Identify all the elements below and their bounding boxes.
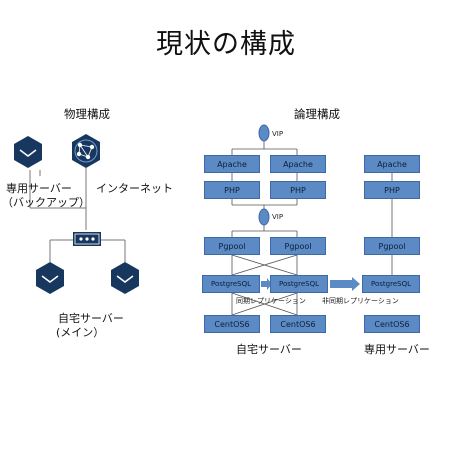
- dedicated-server-footer: 専用サーバー: [364, 343, 430, 356]
- page-title: 現状の構成: [156, 29, 296, 60]
- vip-mid-oval: [258, 208, 270, 226]
- apache-box-1: Apache: [204, 155, 260, 173]
- dedicated-server-icon: [14, 136, 42, 168]
- network-switch-icon: [73, 232, 101, 246]
- centos-box-2: CentOS6: [270, 315, 326, 333]
- vip-top-oval: [258, 124, 270, 142]
- home-server-footer: 自宅サーバー: [236, 343, 302, 356]
- internet-label: インターネット: [96, 182, 173, 195]
- async-replication-arrow: [330, 277, 360, 291]
- centos-box-3: CentOS6: [364, 315, 420, 333]
- own-server-label: 自宅サーバー: [58, 312, 124, 325]
- dedicated-server-sub: （バックアップ）: [2, 196, 90, 209]
- sync-replication-label: 同期レプリケーション: [236, 297, 306, 305]
- dedicated-server-label: 専用サーバー: [6, 182, 72, 195]
- own-server-sub: (メイン）: [56, 326, 105, 339]
- async-replication-label: 非同期レプリケーション: [322, 297, 399, 305]
- pgpool-box-3: Pgpool: [364, 237, 420, 255]
- home-server-icon-left: [36, 262, 64, 294]
- postgresql-box-1: PostgreSQL: [202, 275, 260, 293]
- php-box-1: PHP: [204, 181, 260, 199]
- php-box-3: PHP: [364, 181, 420, 199]
- centos-box-1: CentOS6: [204, 315, 260, 333]
- internet-globe-icon: [72, 134, 100, 168]
- postgresql-box-3: PostgreSQL: [362, 275, 420, 293]
- logical-connectors: [231, 141, 393, 316]
- physical-heading: 物理構成: [64, 107, 110, 121]
- apache-box-2: Apache: [270, 155, 326, 173]
- vip-top-label: VIP: [272, 130, 284, 138]
- postgresql-box-2: PostgreSQL: [270, 275, 328, 293]
- apache-box-3: Apache: [364, 155, 420, 173]
- home-server-icon-right: [111, 262, 139, 294]
- php-box-2: PHP: [270, 181, 326, 199]
- pgpool-box-2: Pgpool: [270, 237, 326, 255]
- vip-mid-label: VIP: [272, 213, 284, 221]
- pgpool-box-1: Pgpool: [204, 237, 260, 255]
- sync-replication-arrow: [261, 278, 272, 290]
- logical-heading: 論理構成: [294, 107, 340, 121]
- physical-connectors: [29, 157, 126, 262]
